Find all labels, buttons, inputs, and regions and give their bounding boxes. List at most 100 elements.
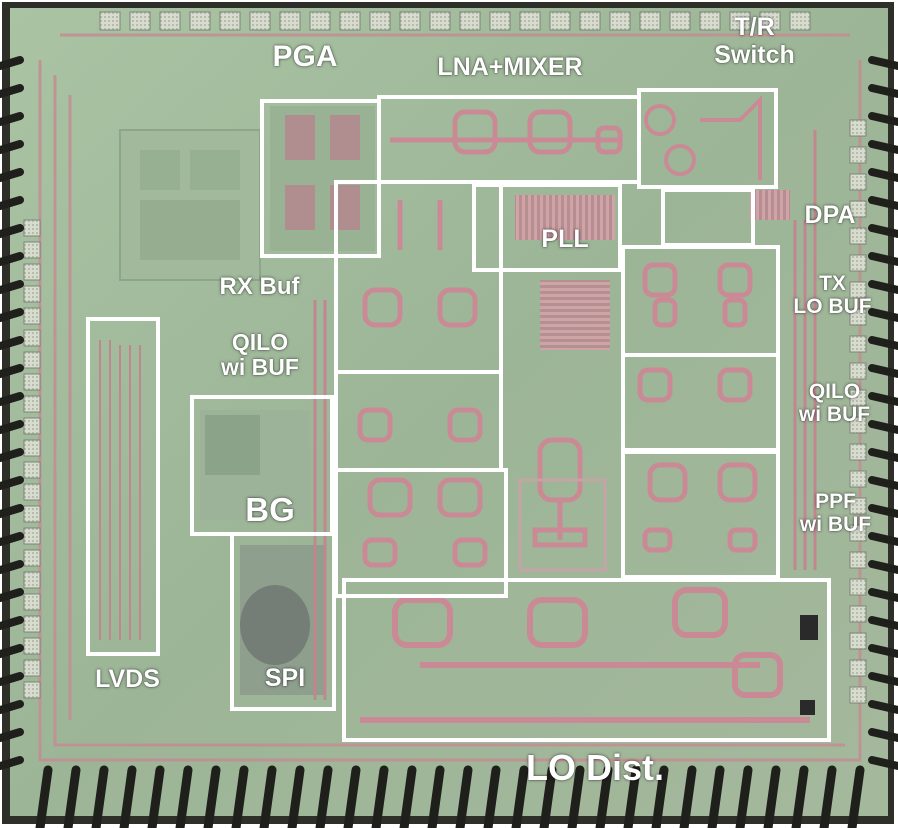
label-pga: PGA bbox=[272, 40, 338, 73]
bond-pad bbox=[23, 241, 41, 259]
bond-pad bbox=[23, 461, 41, 479]
bond-wire bbox=[0, 112, 24, 126]
label-pll: PLL bbox=[541, 225, 589, 253]
bond-pad bbox=[759, 11, 781, 31]
bond-wire bbox=[539, 765, 557, 828]
bond-wire bbox=[868, 504, 898, 518]
block-outlines bbox=[86, 88, 831, 742]
bond-pad bbox=[849, 119, 867, 137]
bond-wire bbox=[868, 756, 898, 770]
bond-pad bbox=[699, 11, 721, 31]
bond-pad bbox=[399, 11, 421, 31]
bond-wire bbox=[679, 765, 697, 828]
bond-wire bbox=[511, 765, 529, 828]
bond-pad bbox=[189, 11, 211, 31]
bond-wire bbox=[868, 56, 898, 70]
bond-wire bbox=[868, 448, 898, 462]
label-spi: SPI bbox=[264, 664, 306, 692]
bond-wire bbox=[175, 765, 193, 828]
bond-wire bbox=[0, 392, 24, 406]
bond-wire bbox=[868, 336, 898, 350]
bond-wire bbox=[868, 308, 898, 322]
bond-wire bbox=[868, 224, 898, 238]
bond-pads-top bbox=[99, 11, 811, 31]
bond-wire bbox=[868, 168, 898, 182]
bond-pad bbox=[849, 632, 867, 650]
bond-wire bbox=[0, 588, 24, 602]
bond-pad bbox=[609, 11, 631, 31]
bond-wire bbox=[343, 765, 361, 828]
label-lvds: LVDS bbox=[95, 665, 160, 693]
bond-pad bbox=[849, 551, 867, 569]
bond-pad bbox=[849, 686, 867, 704]
bond-pad bbox=[849, 254, 867, 272]
bond-pad bbox=[23, 593, 41, 611]
bond-wire bbox=[819, 765, 837, 828]
bond-wire bbox=[147, 765, 165, 828]
bond-wire bbox=[203, 765, 221, 828]
bond-wire bbox=[0, 560, 24, 574]
bond-wire bbox=[0, 476, 24, 490]
bond-wire bbox=[0, 616, 24, 630]
label-qilo-right: QILO wi BUF bbox=[798, 380, 871, 427]
bond-wire bbox=[427, 765, 445, 828]
tr-switch-box bbox=[637, 88, 778, 189]
label-rx-buf: RX Buf bbox=[219, 273, 300, 300]
label-lo-dist: LO Dist. bbox=[525, 747, 664, 788]
bond-wire bbox=[0, 504, 24, 518]
bond-pad bbox=[849, 605, 867, 623]
bond-pad bbox=[23, 351, 41, 369]
pll-box bbox=[472, 183, 622, 272]
bond-wire bbox=[35, 765, 53, 828]
bond-wire bbox=[371, 765, 389, 828]
bond-pad bbox=[849, 146, 867, 164]
bond-wire bbox=[868, 196, 898, 210]
bond-pad bbox=[159, 11, 181, 31]
bond-pad bbox=[789, 11, 811, 31]
bond-pad bbox=[99, 11, 121, 31]
bond-pad bbox=[23, 527, 41, 545]
bond-wire bbox=[567, 765, 585, 828]
bond-wire bbox=[0, 140, 24, 154]
bond-wire bbox=[595, 765, 613, 828]
bond-pad bbox=[23, 483, 41, 501]
bond-wire bbox=[0, 224, 24, 238]
bond-pad bbox=[849, 335, 867, 353]
bond-pad bbox=[849, 308, 867, 326]
bond-pad bbox=[519, 11, 541, 31]
bond-wire bbox=[0, 168, 24, 182]
bond-wire bbox=[0, 56, 24, 70]
bond-pad bbox=[279, 11, 301, 31]
bond-pad bbox=[849, 173, 867, 191]
bond-wire bbox=[868, 588, 898, 602]
bond-pad bbox=[849, 416, 867, 434]
bond-wire bbox=[868, 280, 898, 294]
bond-pad bbox=[219, 11, 241, 31]
bond-wire bbox=[0, 644, 24, 658]
bond-wire bbox=[63, 765, 81, 828]
bond-wire bbox=[119, 765, 137, 828]
bond-wire bbox=[868, 84, 898, 98]
bond-pad bbox=[23, 263, 41, 281]
bond-pad bbox=[639, 11, 661, 31]
bond-pad bbox=[23, 637, 41, 655]
bond-wire bbox=[0, 672, 24, 686]
lo-dist-inductors bbox=[360, 587, 810, 723]
bond-pad bbox=[849, 524, 867, 542]
bond-pad bbox=[23, 505, 41, 523]
bond-pad bbox=[369, 11, 391, 31]
bond-pad bbox=[729, 11, 751, 31]
spi-box bbox=[230, 532, 336, 711]
bond-wire bbox=[0, 280, 24, 294]
bond-pad bbox=[339, 11, 361, 31]
bond-pads-right bbox=[849, 119, 867, 704]
bond-wire bbox=[0, 700, 24, 714]
lvds-routing bbox=[99, 340, 141, 640]
bond-wire bbox=[868, 140, 898, 154]
bond-wire bbox=[231, 765, 249, 828]
bond-wire bbox=[0, 252, 24, 266]
bond-pad bbox=[849, 470, 867, 488]
label-dpa: DPA bbox=[804, 201, 856, 229]
bond-wires-side bbox=[0, 56, 898, 770]
bond-pad bbox=[849, 497, 867, 515]
